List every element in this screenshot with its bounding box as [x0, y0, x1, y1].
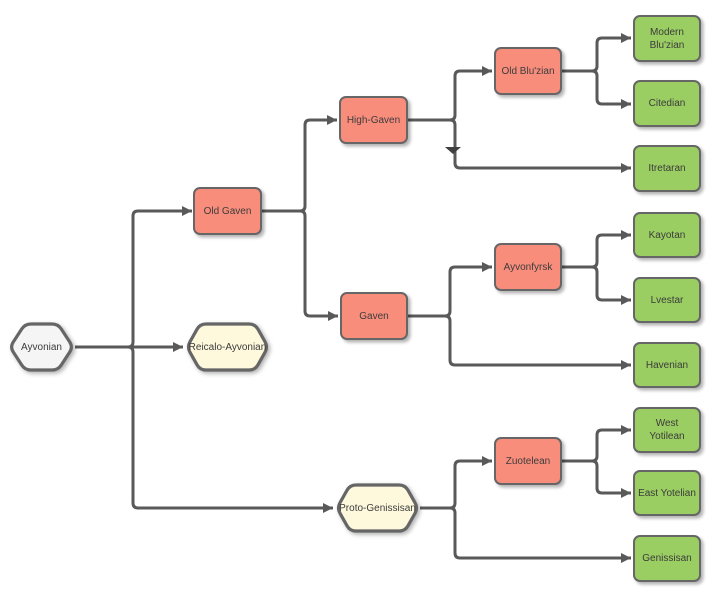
node-citedian[interactable]: Citedian: [633, 80, 701, 127]
edge-old-gaven-gaven: [262, 209, 338, 321]
node-label-ayvonian: Ayvonian: [21, 341, 62, 353]
node-high-gaven[interactable]: High-Gaven: [339, 96, 408, 144]
node-proto-genissisan[interactable]: Proto-Genissisan: [335, 483, 420, 533]
edge-zuotelean-east-yotelian: [562, 459, 631, 498]
node-label-kayotan: Kayotan: [648, 229, 686, 241]
node-label-havenian: Havenian: [645, 359, 689, 371]
node-ayvonfyrsk[interactable]: Ayvonfyrsk: [494, 243, 562, 291]
edge-old-bluzian-citedian: [562, 69, 631, 109]
edge-ayvonian-proto-genissisan: [75, 345, 333, 513]
node-label-itretaran: Itretaran: [648, 163, 686, 174]
node-label-high-gaven: High-Gaven: [346, 114, 401, 126]
node-label-genissisan: Genissisan: [642, 553, 692, 564]
edge-junction-arrow: [445, 147, 461, 154]
edge-gaven-havenian: [408, 314, 631, 370]
node-genissisan[interactable]: Genissisan: [633, 535, 701, 582]
node-kayotan[interactable]: Kayotan: [633, 212, 701, 258]
node-label-old-gaven: Old Gaven: [203, 205, 252, 217]
node-label-ayvonfyrsk: Ayvonfyrsk: [503, 261, 553, 273]
node-havenian[interactable]: Havenian: [633, 342, 701, 388]
node-west-yotilean[interactable]: West Yotilean: [633, 407, 701, 453]
node-label-zuotelean: Zuotelean: [505, 455, 551, 467]
node-lvestar[interactable]: Lvestar: [633, 277, 701, 323]
node-old-gaven[interactable]: Old Gaven: [193, 187, 262, 235]
reicalo-ayvonian-hexagon-shape: [186, 322, 269, 372]
node-modern-bluzian[interactable]: Modern Blu'zian: [633, 15, 701, 62]
node-gaven[interactable]: Gaven: [340, 292, 408, 340]
node-ayvonian[interactable]: Ayvonian: [8, 322, 75, 372]
node-old-bluzian[interactable]: Old Blu'zian: [494, 47, 562, 95]
node-east-yotelian[interactable]: East Yotelian: [633, 470, 701, 516]
edge-ayvonfyrsk-lvestar: [562, 265, 631, 305]
node-zuotelean[interactable]: Zuotelean: [494, 437, 562, 485]
node-label-modern-bluzian: Modern Blu'zian: [649, 26, 685, 51]
node-label-east-yotelian: East Yotelian: [638, 487, 696, 499]
node-label-citedian: Citedian: [648, 98, 686, 109]
node-label-lvestar: Lvestar: [650, 294, 684, 306]
node-label-west-yotilean: West Yotilean: [649, 418, 685, 442]
node-itretaran[interactable]: Itretaran: [633, 145, 701, 192]
node-reicalo-ayvonian[interactable]: Reicalo-Ayvonian: [185, 322, 270, 372]
edge-high-gaven-itretaran: [408, 118, 631, 173]
edge-proto-genissisan-genissisan: [420, 506, 631, 563]
node-label-reicalo-ayvonian: Reicalo-Ayvonian: [188, 341, 267, 353]
node-label-old-bluzian: Old Blu'zian: [501, 65, 555, 77]
node-label-gaven: Gaven: [359, 310, 389, 322]
proto-genissisan-hexagon-shape: [336, 483, 419, 533]
ayvonian-hexagon-shape: [10, 322, 73, 372]
node-label-proto-genissisan: Proto-Genissisan: [339, 502, 416, 514]
